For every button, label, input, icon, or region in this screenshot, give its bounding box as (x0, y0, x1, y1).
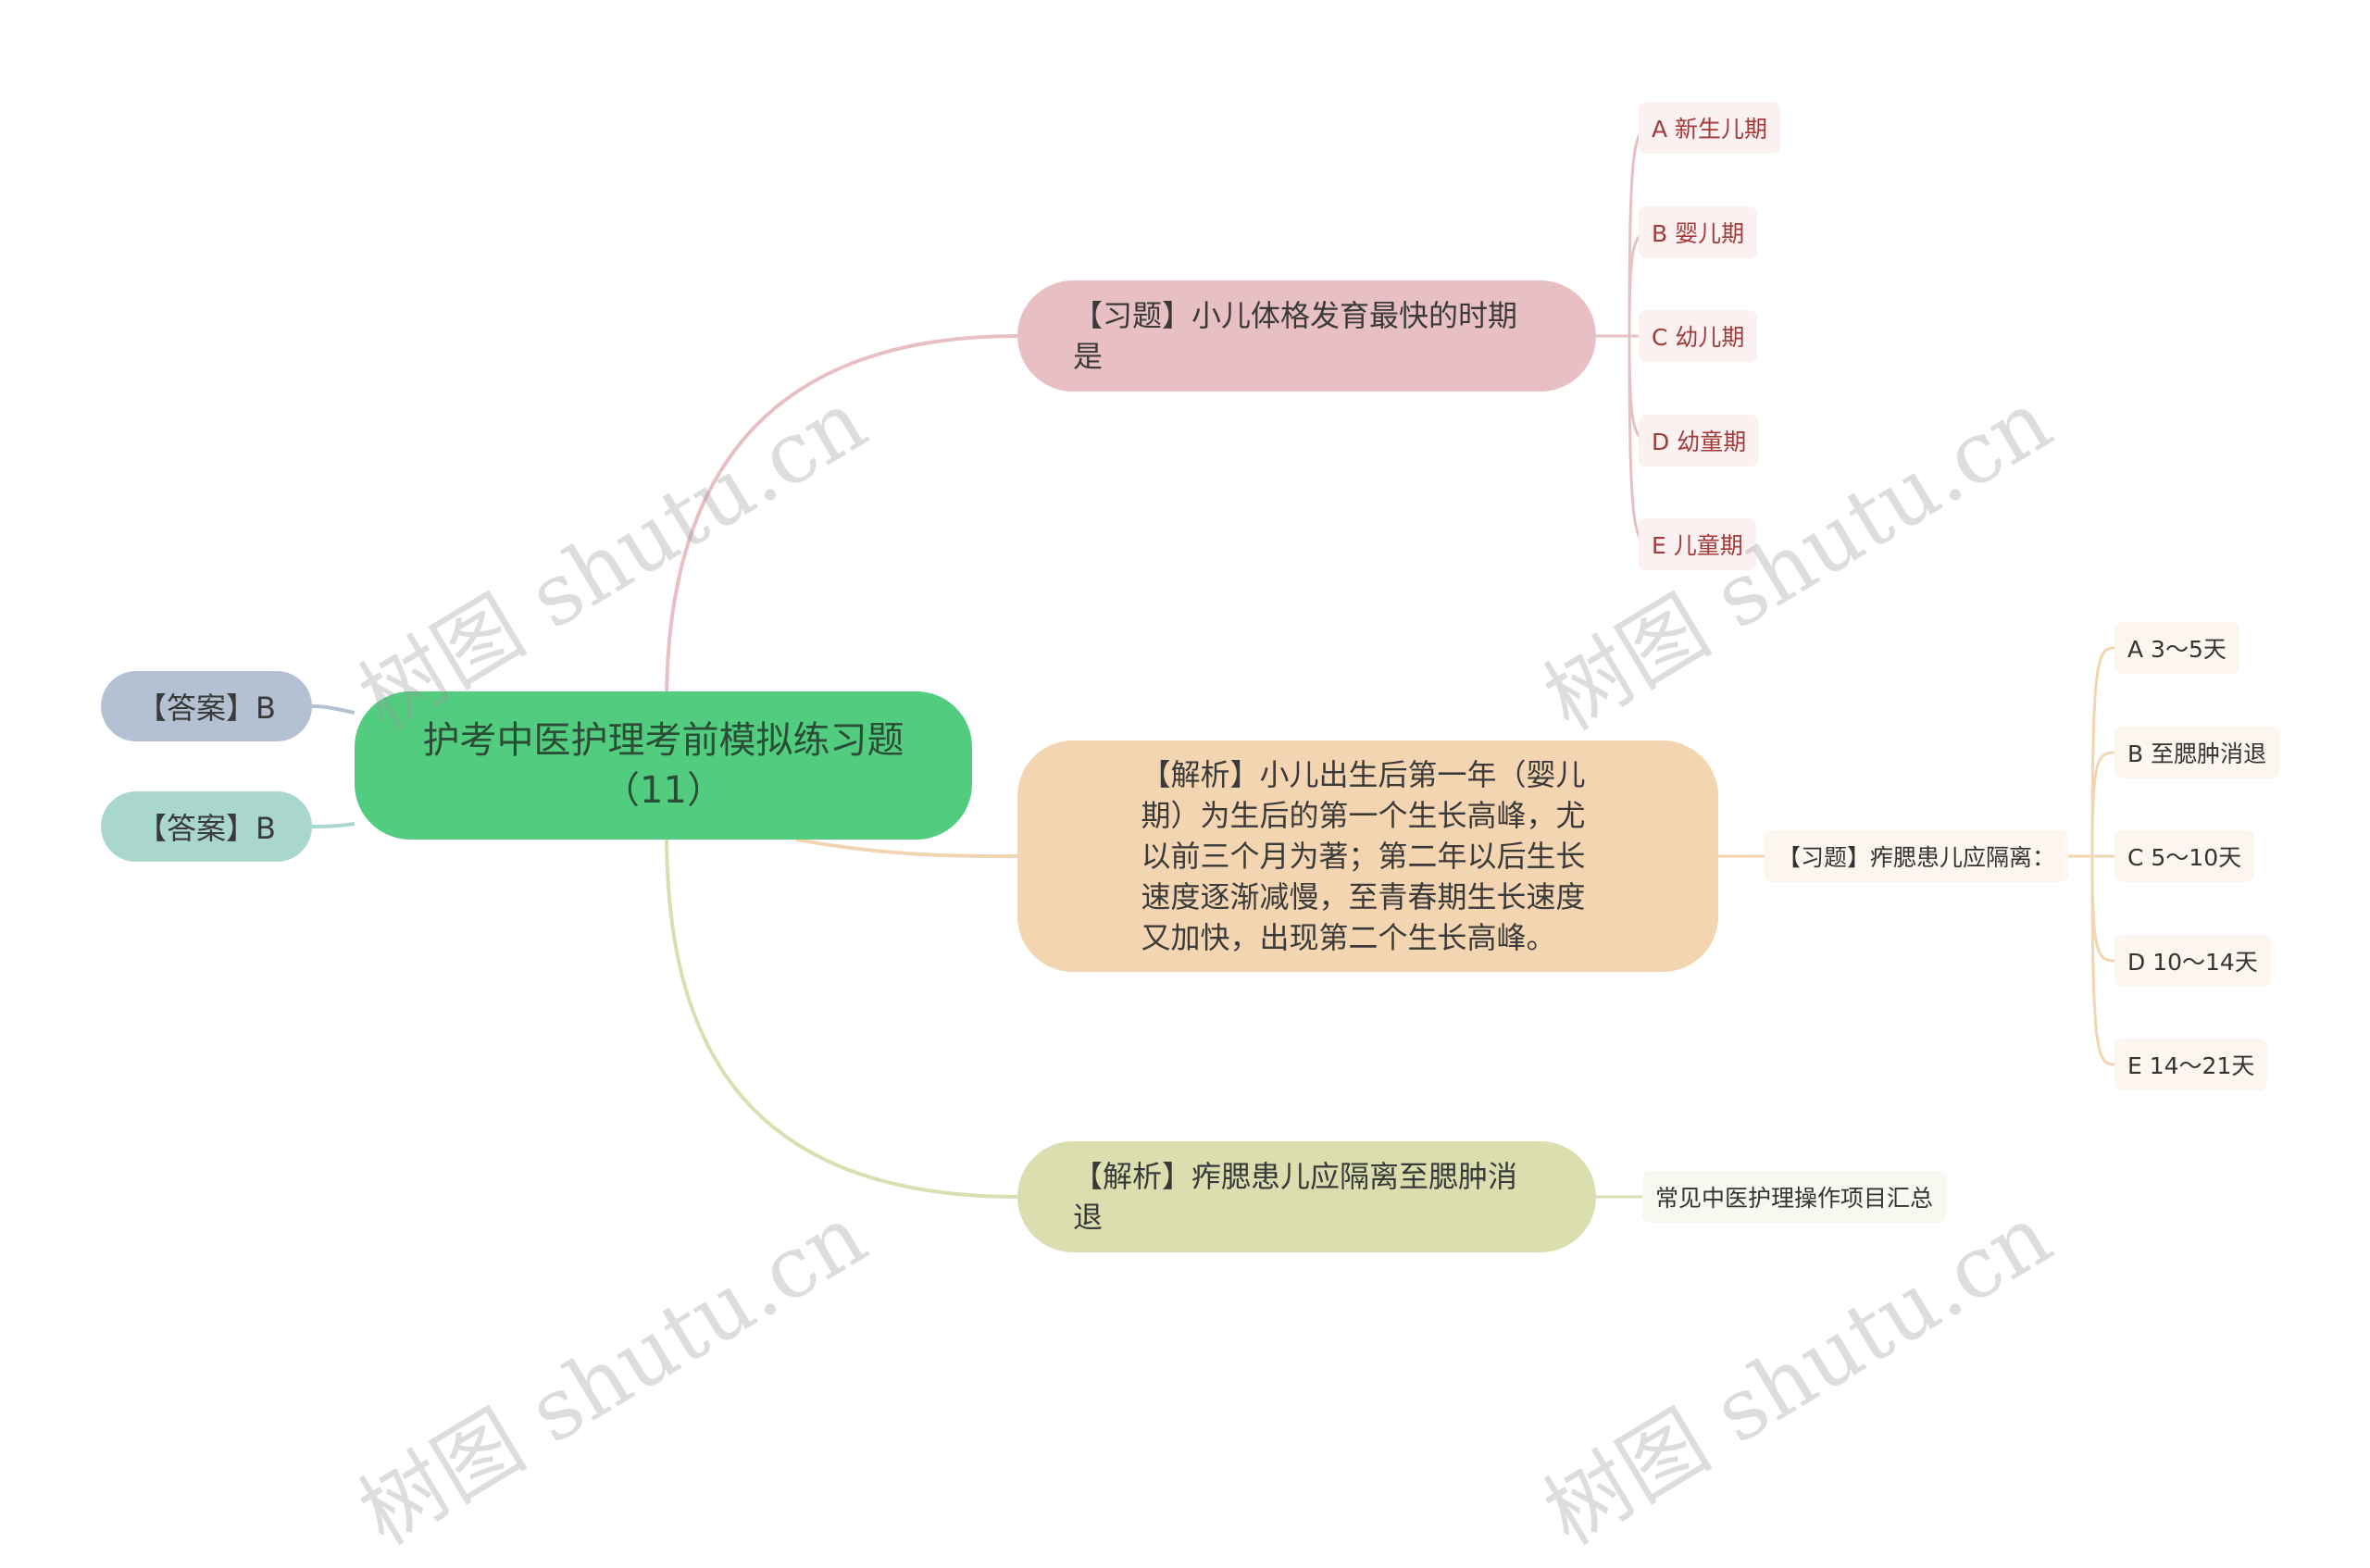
connector-lines (311, 126, 2115, 1199)
question2-option-e-label: E 14～21天 (2127, 1052, 2255, 1079)
question2-option-d[interactable]: D 10～14天 (2114, 935, 2271, 987)
link-root-answer1 (311, 704, 356, 715)
explanation2-node[interactable]: 【解析】痄腮患儿应隔离至腮肿消退 (1017, 1141, 1596, 1252)
question1-option-d-label: D 幼童期 (1652, 429, 1747, 455)
question1-option-a-label: A 新生儿期 (1652, 116, 1768, 143)
question1-option-e-label: E 儿童期 (1652, 532, 1743, 559)
answer-node-2-label: 【答案】B (137, 811, 276, 846)
link-root-answer2 (311, 822, 356, 828)
answer-node-1[interactable]: 【答案】B (101, 671, 312, 741)
root-topic[interactable]: 护考中医护理考前模拟练习题（11） (355, 691, 972, 840)
links-question2-options (2063, 646, 2115, 1066)
question2-option-b-label: B 至腮肿消退 (2127, 740, 2267, 767)
question2-node[interactable]: 【习题】痄腮患儿应隔离： (1765, 830, 2069, 882)
question2-option-b[interactable]: B 至腮肿消退 (2114, 727, 2280, 778)
question2-option-c-label: C 5～10天 (2127, 844, 2242, 871)
explanation1-label: 【解析】小儿出生后第一年（婴儿期）为生后的第一个生长高峰，尤以前三个月为著；第二… (1141, 757, 1586, 955)
explanation2-child-node[interactable]: 常见中医护理操作项目汇总 (1642, 1171, 1947, 1223)
question1-option-e[interactable]: E 儿童期 (1639, 518, 1756, 570)
question2-label: 【习题】痄腮患儿应隔离： (1778, 844, 2056, 871)
question1-option-c[interactable]: C 幼儿期 (1639, 310, 1758, 362)
question2-option-a-label: A 3～5天 (2127, 636, 2227, 663)
question2-option-e[interactable]: E 14～21天 (2114, 1039, 2268, 1090)
mind-map-canvas: 护考中医护理考前模拟练习题（11） 【答案】B 【答案】B 【习题】小儿体格发育… (101, 102, 2280, 1564)
answer-node-1-label: 【答案】B (137, 691, 276, 726)
question1-option-d[interactable]: D 幼童期 (1639, 415, 1760, 467)
question1-label: 【习题】小儿体格发育最快的时期是 (1073, 298, 1518, 374)
explanation1-node[interactable]: 【解析】小儿出生后第一年（婴儿期）为生后的第一个生长高峰，尤以前三个月为著；第二… (1017, 740, 1718, 972)
link-root-explanation1 (795, 838, 1018, 858)
question1-option-b[interactable]: B 婴儿期 (1639, 206, 1758, 258)
explanation2-child-label: 常见中医护理操作项目汇总 (1655, 1185, 1934, 1212)
question1-option-a[interactable]: A 新生儿期 (1639, 102, 1781, 154)
question1-node[interactable]: 【习题】小儿体格发育最快的时期是 (1017, 280, 1596, 392)
link-root-question1 (665, 334, 1018, 704)
question2-option-c[interactable]: C 5～10天 (2114, 830, 2255, 882)
question1-option-b-label: B 婴儿期 (1652, 220, 1745, 247)
root-topic-label: 护考中医护理考前模拟练习题（11） (422, 719, 904, 812)
answer-node-2[interactable]: 【答案】B (101, 791, 312, 862)
question2-option-a[interactable]: A 3～5天 (2114, 622, 2239, 674)
link-root-explanation2 (665, 832, 1018, 1199)
question1-option-c-label: C 幼儿期 (1652, 324, 1745, 351)
explanation2-label: 【解析】痄腮患儿应隔离至腮肿消退 (1073, 1159, 1518, 1235)
question2-option-d-label: D 10～14天 (2127, 949, 2258, 976)
